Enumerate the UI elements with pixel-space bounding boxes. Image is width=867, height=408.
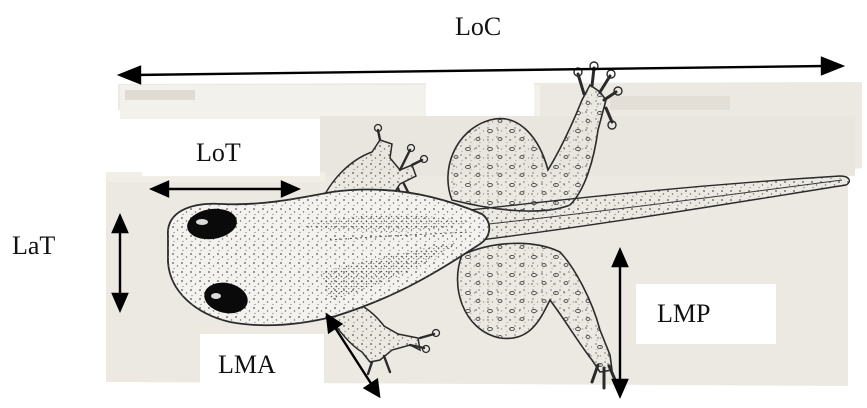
label-lat: LaT <box>12 233 55 259</box>
label-loc: LoC <box>455 14 501 40</box>
label-lot: LoT <box>196 140 241 166</box>
label-lmp: LMP <box>657 301 710 327</box>
label-lma: LMA <box>218 352 276 378</box>
loc-arrow <box>120 58 842 83</box>
